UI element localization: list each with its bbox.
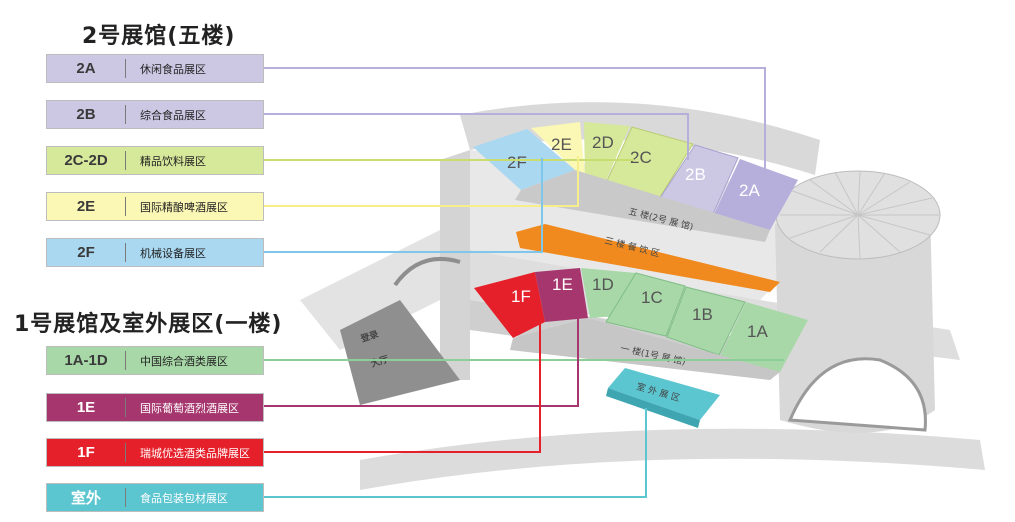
legend-divider xyxy=(125,105,126,124)
zone-label-1c: 1C xyxy=(641,288,663,307)
zone-2d[interactable] xyxy=(584,122,630,185)
legend-desc: 休闲食品展区 xyxy=(140,62,206,76)
legend-row-outdoor[interactable]: 室外 食品包装包材展区 xyxy=(46,483,264,512)
legend-desc: 食品包装包材展区 xyxy=(140,491,228,505)
legend-desc: 精品饮料展区 xyxy=(140,154,206,168)
zone-label-2a: 2A xyxy=(739,181,760,200)
legend-code: 1F xyxy=(77,444,95,461)
legend-row-2b[interactable]: 2B 综合食品展区 xyxy=(46,100,264,129)
dining-area[interactable] xyxy=(516,224,780,292)
leader-line-outdoor xyxy=(264,408,647,498)
legend-code: 2B xyxy=(76,106,96,123)
legend-code: 2C-2D xyxy=(64,152,108,169)
zone-label-2b: 2B xyxy=(685,165,706,184)
legend-code: 室外 xyxy=(70,490,101,507)
leader-line-2e xyxy=(264,156,579,207)
legend-row-1f[interactable]: 1F 瑞城优选酒类品牌展区 xyxy=(46,438,264,467)
legend-divider xyxy=(125,443,126,462)
hall1-title: 1号展馆及室外展区(一楼) xyxy=(14,312,283,337)
legend-desc: 国际精酿啤酒展区 xyxy=(140,200,228,214)
zone-1e[interactable] xyxy=(535,268,588,322)
zone-label-2c: 2C xyxy=(630,148,652,167)
legend-code: 2E xyxy=(76,198,96,215)
zone-label-2e: 2E xyxy=(551,135,572,154)
leader-line-2a xyxy=(264,67,766,170)
legend-code: 2F xyxy=(77,244,95,261)
legend-code: 1E xyxy=(76,399,96,416)
zone-label-1a: 1A xyxy=(747,322,768,341)
legend-desc: 瑞城优选酒类品牌展区 xyxy=(140,446,250,460)
legend-divider xyxy=(125,59,126,78)
legend-row-2e[interactable]: 2E 国际精酿啤酒展区 xyxy=(46,192,264,221)
zone-2e[interactable] xyxy=(531,122,585,175)
legend-desc: 中国综合酒类展区 xyxy=(140,354,228,368)
leader-lines xyxy=(264,67,784,498)
zone-1a[interactable] xyxy=(720,302,808,372)
zone-label-2f: 2F xyxy=(507,153,527,172)
legend-divider xyxy=(125,488,126,507)
legend-desc: 机械设备展区 xyxy=(140,246,206,260)
legend-code: 1A-1D xyxy=(64,352,108,369)
legend-divider xyxy=(125,351,126,370)
zone-label-1f: 1F xyxy=(511,287,531,306)
zone-1c[interactable] xyxy=(605,272,686,337)
leader-line-2b xyxy=(264,113,689,160)
legend-divider xyxy=(125,151,126,170)
legend-row-2c-2d[interactable]: 2C-2D 精品饮料展区 xyxy=(46,146,264,175)
zone-1f[interactable] xyxy=(474,272,545,338)
outdoor-area[interactable] xyxy=(606,368,720,428)
zone-label-1d: 1D xyxy=(592,275,614,294)
legend-divider xyxy=(125,243,126,262)
leader-line-1e xyxy=(264,296,579,407)
legend-desc: 国际葡萄酒烈酒展区 xyxy=(140,401,239,415)
legend-row-1a-1d[interactable]: 1A-1D 中国综合酒类展区 xyxy=(46,346,264,375)
legend-divider xyxy=(125,398,126,417)
legend-row-2f[interactable]: 2F 机械设备展区 xyxy=(46,238,264,267)
legend-desc: 综合食品展区 xyxy=(140,108,206,122)
leader-line-1f xyxy=(264,318,541,453)
zone-label-2d: 2D xyxy=(592,133,614,152)
legend-row-2a[interactable]: 2A 休闲食品展区 xyxy=(46,54,264,83)
legend-code: 2A xyxy=(76,60,96,77)
zone-label-1e: 1E xyxy=(552,275,573,294)
hall2-title: 2号展馆(五楼) xyxy=(82,24,236,49)
leader-line-2f xyxy=(264,158,543,253)
legend-divider xyxy=(125,197,126,216)
legend-row-1e[interactable]: 1E 国际葡萄酒烈酒展区 xyxy=(46,393,264,422)
zone-label-1b: 1B xyxy=(692,305,713,324)
dome-icon xyxy=(780,170,940,260)
zone-2a[interactable] xyxy=(714,159,798,230)
